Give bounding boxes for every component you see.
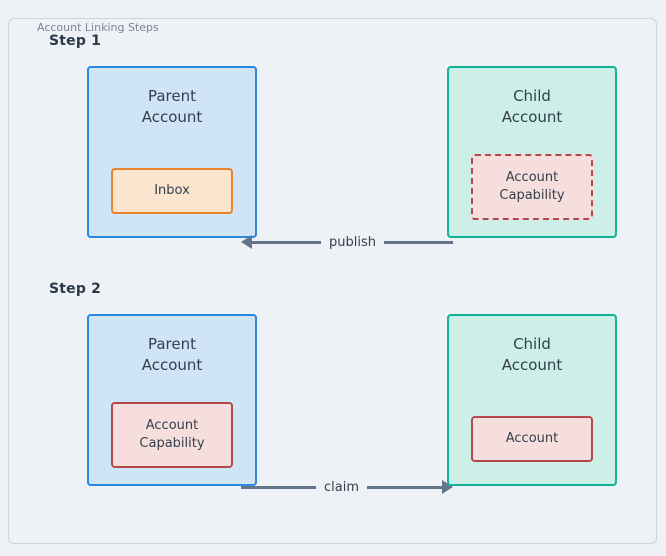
step-2-account-box[interactable]: Account bbox=[471, 416, 593, 462]
step-1-child-account-title: Child Account bbox=[501, 87, 563, 126]
step-1-connector-publish: publish bbox=[241, 229, 454, 255]
step-1-label: Step 1 bbox=[49, 33, 102, 49]
connector-line bbox=[252, 240, 322, 244]
step-1-parent-account-box[interactable]: Parent Account Inbox bbox=[87, 66, 257, 238]
connector-line bbox=[384, 240, 454, 244]
step-1-inbox-box[interactable]: Inbox bbox=[111, 168, 233, 214]
step-2-label: Step 2 bbox=[49, 281, 102, 297]
step-2-connector-claim: claim bbox=[241, 474, 454, 500]
diagram-title: Account Linking Steps bbox=[31, 21, 165, 35]
arrow-head-left-icon bbox=[241, 235, 252, 249]
step-2-child-account-title: Child Account bbox=[501, 335, 563, 374]
step-1-connector-label: publish bbox=[321, 234, 384, 250]
step-1-parent-account-title: Parent Account bbox=[141, 87, 203, 126]
connector-line bbox=[241, 485, 316, 489]
step-1-child-account-box[interactable]: Child Account Account Capability bbox=[447, 66, 617, 238]
diagram-frame: Account Linking Steps Step 1 Parent Acco… bbox=[8, 18, 657, 544]
step-2-parent-account-title: Parent Account bbox=[141, 335, 203, 374]
arrow-head-right-icon bbox=[442, 480, 454, 494]
step-2-child-account-box[interactable]: Child Account Account bbox=[447, 314, 617, 486]
step-2-connector-label: claim bbox=[316, 479, 368, 495]
step-1-account-capability-box[interactable]: Account Capability bbox=[471, 154, 593, 220]
step-2-parent-account-box[interactable]: Parent Account Account Capability bbox=[87, 314, 257, 486]
step-2-account-capability-box[interactable]: Account Capability bbox=[111, 402, 233, 468]
connector-line bbox=[367, 485, 443, 489]
